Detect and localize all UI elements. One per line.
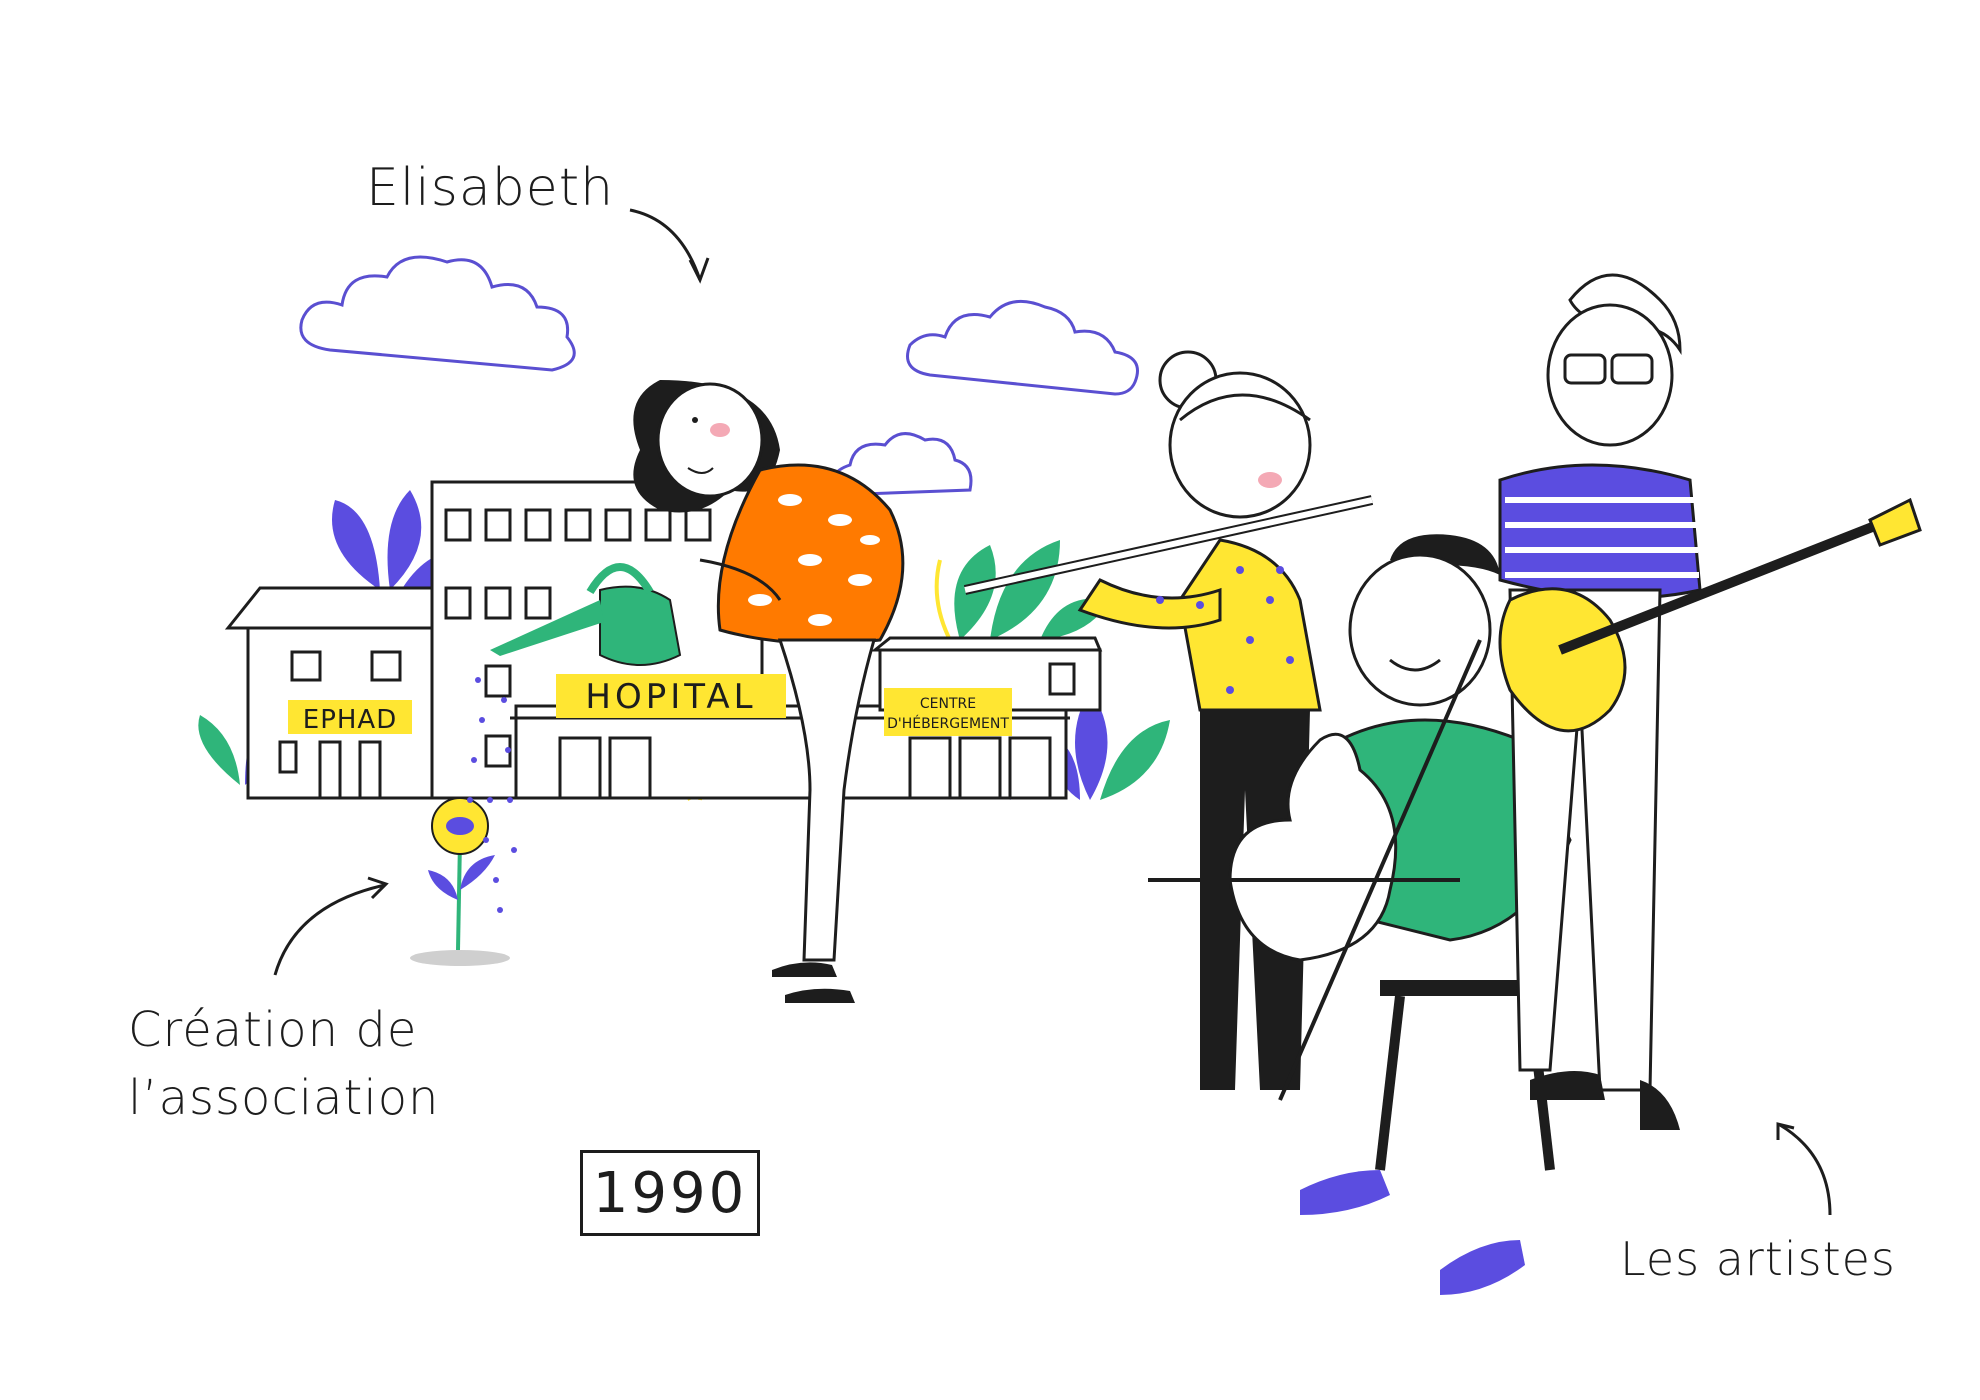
leaf-plant-icon xyxy=(934,540,1110,641)
sign-hopital: HOPITAL xyxy=(556,674,786,718)
creation-label-line1: Création de xyxy=(128,1002,418,1058)
sunflower-icon xyxy=(410,797,510,966)
water-drops xyxy=(467,677,517,913)
curved-arrow-icon xyxy=(629,208,710,284)
hospital-buildings xyxy=(224,480,1103,800)
elisabeth-label: Elisabeth xyxy=(366,158,615,218)
elisabeth-figure xyxy=(633,380,905,1003)
year-box: 1990 xyxy=(580,1150,760,1236)
sign-hopital-text: HOPITAL xyxy=(585,677,756,717)
sign-centre: CENTRE D'HÉBERGEMENT xyxy=(884,688,1012,736)
cloud-icon xyxy=(906,299,1139,396)
guitarist-figure xyxy=(1498,273,1922,1130)
curved-arrow-icon xyxy=(273,876,389,976)
creation-label-line2: l’association xyxy=(128,1070,440,1126)
flute-player-figure xyxy=(963,350,1374,1090)
cloud-icon xyxy=(299,255,576,372)
creation-label: Création de l’association xyxy=(128,996,468,1132)
sign-centre-line2: D'HÉBERGEMENT xyxy=(887,715,1009,732)
watering-can-icon xyxy=(490,563,682,666)
artistes-label: Les artistes xyxy=(1620,1232,1896,1286)
sign-centre-line1: CENTRE xyxy=(920,696,976,712)
sign-ephad-text: EPHAD xyxy=(303,705,397,735)
cloud-icon xyxy=(830,432,973,497)
curved-arrow-icon xyxy=(1776,1122,1832,1216)
sign-ephad: EPHAD xyxy=(288,700,412,735)
